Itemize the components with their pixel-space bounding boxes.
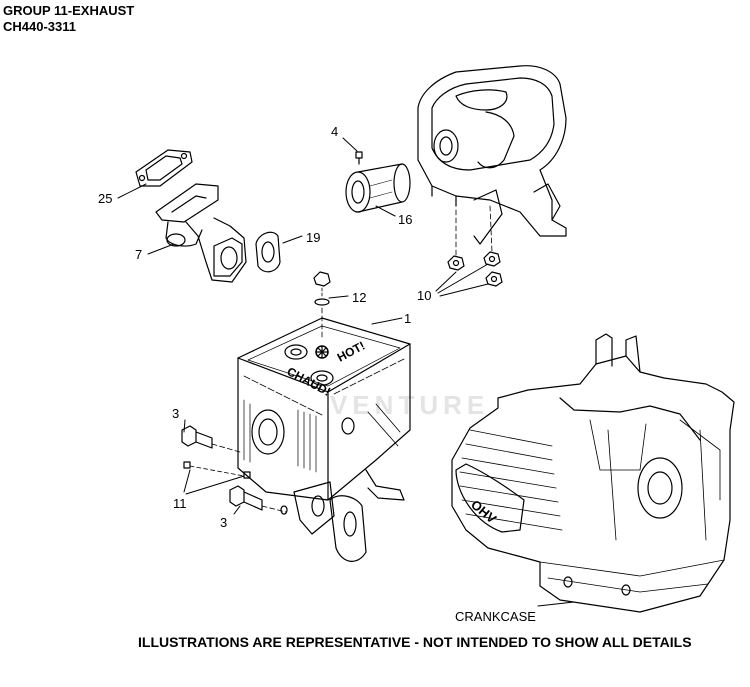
callout-19: 19: [306, 230, 320, 245]
callout-3-lower: 3: [220, 515, 227, 530]
upper-heat-shield: [417, 65, 567, 257]
part-25-gasket: [135, 149, 193, 187]
callout-11: 11: [173, 496, 187, 511]
part-11-screws: [183, 461, 251, 479]
part-7-exhaust-elbow: [155, 183, 247, 283]
part-12-nut-washer: [313, 271, 331, 341]
diagram-title: GROUP 11-EXHAUST: [3, 3, 135, 18]
part-1-muffler: CHAUD! HOT!: [237, 317, 411, 562]
callout-4: 4: [331, 124, 338, 139]
callout-10: 10: [417, 288, 431, 303]
part-4-screw: [355, 151, 363, 165]
model-number: CH440-3311: [3, 19, 76, 34]
callout-7: 7: [135, 247, 142, 262]
callout-25: 25: [98, 191, 112, 206]
callout-3-upper: 3: [172, 406, 179, 421]
callout-1: 1: [404, 311, 411, 326]
leader-lines: [117, 137, 575, 607]
engine-crankcase: OHV: [451, 333, 735, 613]
crankcase-label: CRANKCASE: [455, 609, 536, 624]
callout-12: 12: [352, 290, 366, 305]
part-19-gasket: [255, 231, 281, 273]
muffler-warning-text-1: CHAUD!: [285, 364, 333, 399]
part-3-bolts: [181, 425, 288, 515]
part-16-spark-arrestor: [345, 163, 411, 213]
watermark: VENTURE: [330, 390, 490, 420]
disclaimer-footnote: ILLUSTRATIONS ARE REPRESENTATIVE - NOT I…: [138, 634, 692, 650]
muffler-warning-text-2: HOT!: [335, 339, 367, 365]
part-10-nuts: [447, 251, 503, 287]
callout-16: 16: [398, 212, 412, 227]
